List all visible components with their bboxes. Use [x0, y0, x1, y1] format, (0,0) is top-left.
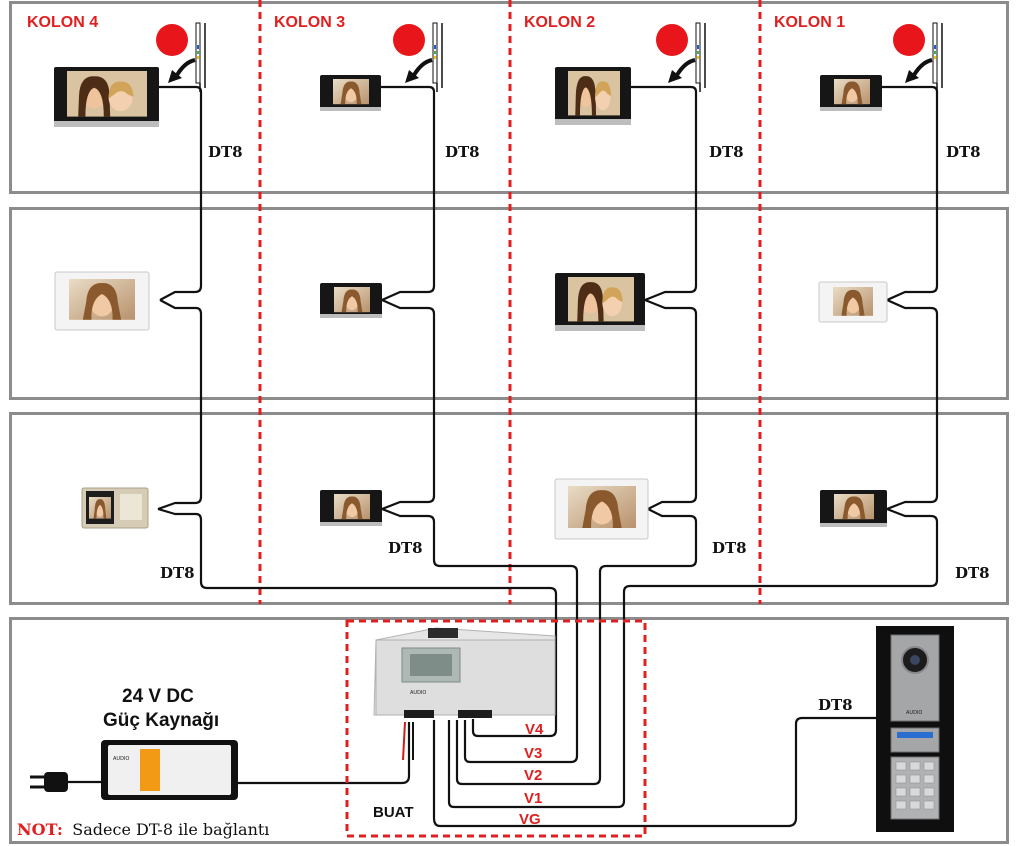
- note-key: NOT:: [17, 820, 63, 839]
- column-label-2: KOLON 2: [524, 14, 595, 31]
- kolon-2-indicator: [656, 22, 706, 92]
- kolon-1-indicator: [893, 22, 943, 92]
- monitor-small-black: [820, 490, 887, 527]
- monitor-small-black: [820, 75, 882, 111]
- cable-label: DT8: [955, 564, 990, 582]
- wire-label-vg: VG: [519, 811, 541, 828]
- call-button-icon: [393, 24, 425, 56]
- panel-brand: AUDIO: [906, 710, 922, 716]
- device-brand: AUDIO: [410, 690, 426, 696]
- power-supply-brand: AUDIO: [113, 756, 129, 762]
- junction-box-label: BUAT: [373, 804, 414, 821]
- arrow-icon: [412, 58, 433, 77]
- cable-label: DT8: [712, 539, 747, 557]
- arrow-icon: [175, 58, 196, 77]
- kolon-4-indicator: [156, 22, 206, 92]
- monitor-tan: [81, 487, 149, 529]
- keypad: [895, 761, 935, 810]
- monitor-white: [554, 478, 649, 540]
- call-button-icon: [656, 24, 688, 56]
- wire-labels: V4 V3 V2 V1 VG: [519, 721, 544, 828]
- column-label-3: KOLON 3: [274, 14, 345, 31]
- column-label-1: KOLON 1: [774, 14, 845, 31]
- top-floor-indicators: [156, 22, 943, 92]
- cable-label: DT8: [709, 143, 744, 161]
- wiring-legend-icon: [432, 22, 443, 92]
- power-supply-title: 24 V DC: [122, 686, 194, 707]
- junction-box-device: AUDIO: [373, 627, 556, 718]
- arrow-icon: [668, 70, 682, 83]
- kolon-3-indicator: [393, 22, 443, 92]
- monitor-small-black: [320, 75, 381, 111]
- monitor-white: [54, 271, 150, 331]
- monitors: [54, 67, 888, 540]
- cable-label: DT8: [445, 143, 480, 161]
- power-plug-icon: [30, 772, 68, 792]
- note: NOT: Sadece DT-8 ile bağlantı: [17, 820, 269, 839]
- monitor-white: [818, 281, 888, 323]
- cable-labels: DT8 DT8 DT8 DT8 DT8 DT8 DT8 DT8 DT8: [160, 143, 990, 714]
- cable-label: DT8: [946, 143, 981, 161]
- note-text: Sadece DT-8 ile bağlantı: [72, 820, 269, 839]
- monitor-small-black: [320, 283, 382, 318]
- monitor-large-black: [555, 67, 631, 125]
- cable-label: DT8: [818, 696, 853, 714]
- monitor-large-black: [54, 67, 159, 127]
- wire-label-v1: V1: [524, 790, 542, 807]
- column-separators: [258, 0, 762, 604]
- arrow-icon: [675, 58, 696, 77]
- cable-label: DT8: [160, 564, 195, 582]
- wire-label-v3: V3: [524, 745, 542, 762]
- cable-label: DT8: [208, 143, 243, 161]
- wire-label-v2: V2: [524, 767, 542, 784]
- door-entry-panel: AUDIO: [876, 626, 954, 832]
- cable-label: DT8: [388, 539, 423, 557]
- power-wire: [402, 721, 406, 761]
- monitor-large-black: [555, 273, 645, 331]
- arrow-icon: [905, 70, 919, 83]
- call-button-icon: [893, 24, 925, 56]
- column-label-4: KOLON 4: [27, 14, 98, 31]
- wiring-legend-icon: [932, 22, 943, 92]
- junction-box-outline: [345, 619, 647, 838]
- wiring-legend-icon: [695, 22, 706, 92]
- power-supply-subtitle: Güç Kaynağı: [103, 710, 219, 731]
- monitor-small-black: [320, 490, 382, 526]
- power-supply-unit: AUDIO: [101, 740, 238, 800]
- arrow-icon: [168, 70, 182, 83]
- arrow-icon: [912, 58, 933, 77]
- arrow-icon: [405, 70, 419, 83]
- wire-label-v4: V4: [525, 721, 544, 738]
- dt8-cables: [68, 85, 939, 828]
- call-button-icon: [156, 24, 188, 56]
- wiring-legend-icon: [195, 22, 206, 92]
